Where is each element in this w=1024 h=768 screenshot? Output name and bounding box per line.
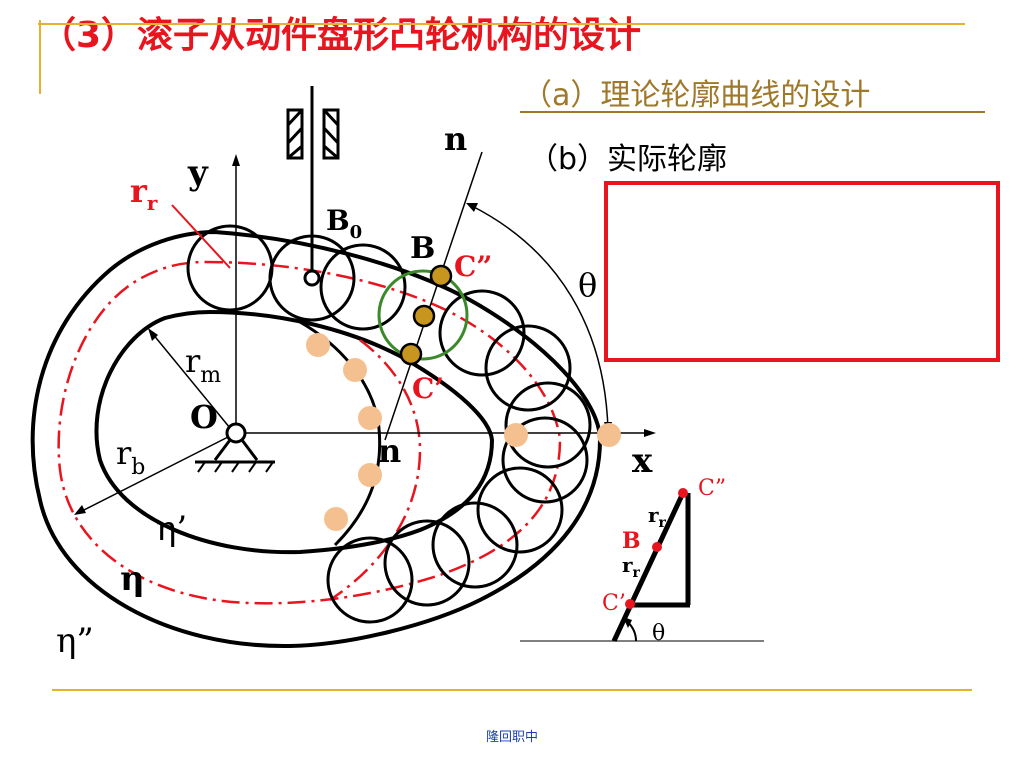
- roller-circle-highlight: [377, 269, 469, 361]
- label-O: O: [190, 398, 218, 436]
- roller-circle: [383, 519, 471, 607]
- label-y: y: [187, 153, 209, 193]
- ground-hatch: [231, 461, 240, 473]
- inset-label-C2: C”: [698, 476, 726, 501]
- rm-line: [151, 332, 231, 429]
- peach-dot: [504, 423, 528, 447]
- peach-dot: [358, 406, 382, 430]
- rb-arrow: [74, 505, 86, 515]
- ground-hatch: [248, 461, 257, 473]
- inset-label-B: B: [622, 528, 641, 554]
- inset-point-C1: [625, 599, 635, 609]
- pivot-leg: [240, 439, 259, 461]
- x-axis-arrow: [644, 429, 656, 437]
- page-title: （3）滚子从动件盘形凸轮机构的设计: [40, 15, 642, 56]
- y-axis-arrow: [232, 154, 240, 166]
- guide-hatch: [287, 144, 303, 160]
- answer-box: [604, 181, 1000, 362]
- label-eta2: η”: [56, 621, 94, 661]
- peach-dot: [306, 333, 330, 357]
- rm-arrow: [148, 328, 158, 341]
- label-x: x: [632, 441, 653, 481]
- inset-label-C1: C’: [602, 591, 626, 616]
- footer-text: 隆回职中: [485, 730, 538, 745]
- label-C1: C’: [412, 372, 444, 405]
- normal-line: [384, 151, 483, 441]
- roller-circle: [319, 243, 407, 331]
- inset-label-rr-bottom: rr: [622, 553, 641, 581]
- guide-hatch: [286, 126, 304, 145]
- inset-label-theta: θ: [652, 621, 665, 646]
- roller-group: [186, 224, 592, 624]
- label-n-top: n: [444, 120, 467, 158]
- inset-theta-arrow: [623, 617, 632, 628]
- point-B0: [303, 269, 321, 287]
- theoretical-profile-eta: [57, 260, 562, 605]
- guide-hatch: [286, 108, 304, 127]
- label-theta: θ: [578, 266, 597, 304]
- roller-circle: [484, 324, 572, 412]
- label-rm: rm: [185, 342, 221, 388]
- label-C2: C”: [454, 250, 492, 283]
- theta-arrow-top: [466, 203, 478, 212]
- label-B: B: [410, 231, 435, 266]
- guide-hatch: [323, 144, 339, 160]
- ground-hatch: [214, 461, 223, 473]
- peach-dot: [358, 463, 382, 487]
- inset-label-rr-top: rr: [648, 503, 667, 531]
- inset-hypotenuse: [611, 491, 686, 643]
- rb-line: [79, 435, 231, 513]
- subtitle-a: （a）理论轮廓曲线的设计: [522, 78, 871, 113]
- label-n-bottom: n: [378, 432, 401, 470]
- pivot-leg: [213, 439, 232, 461]
- peach-dots: [306, 333, 621, 531]
- peach-dot: [597, 423, 621, 447]
- inset-point-C2: [678, 488, 688, 498]
- label-rr: rr: [130, 172, 158, 215]
- roller-circle: [501, 416, 589, 504]
- roller-circle: [476, 466, 564, 554]
- inset-point-B: [652, 542, 662, 552]
- peach-dot: [343, 358, 367, 382]
- roller-circle: [504, 381, 592, 469]
- pitch-arc: [329, 339, 422, 602]
- label-B0: B0: [326, 204, 362, 243]
- peach-dot: [324, 507, 348, 531]
- point-C1: [399, 342, 423, 366]
- ground-hatch: [197, 461, 206, 473]
- roller-circle: [326, 536, 414, 624]
- guide-hatch: [322, 126, 340, 145]
- label-eta: η: [120, 559, 145, 599]
- ground-hatch: [265, 461, 274, 473]
- point-B: [412, 304, 436, 328]
- roller-circle: [431, 501, 519, 589]
- guide-hatch: [322, 108, 340, 127]
- label-eta1: η’: [156, 509, 187, 549]
- point-C2: [429, 264, 453, 288]
- outer-profile-eta2: [30, 229, 603, 649]
- subtitle-b: （b）实际轮廓: [528, 142, 728, 177]
- roller-circle: [438, 289, 526, 377]
- inset-diagram: C” B C’ rr rr θ: [520, 476, 764, 646]
- pivot-O: [225, 422, 247, 444]
- theta-arc: [469, 204, 609, 431]
- label-rb: rb: [116, 434, 145, 480]
- rr-line: [171, 204, 231, 269]
